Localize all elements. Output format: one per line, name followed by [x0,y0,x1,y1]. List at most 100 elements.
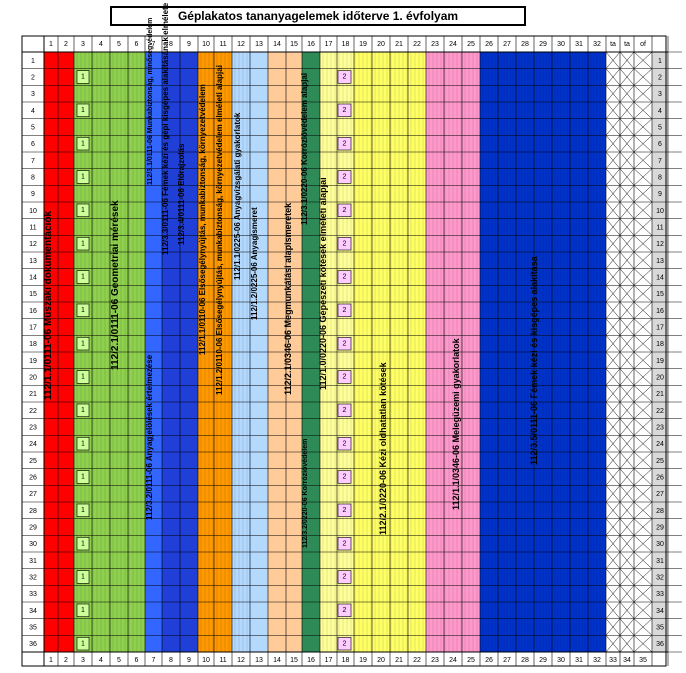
marker-2-text: 2 [343,274,347,281]
marker-2-box [337,537,352,551]
marker-2-text: 2 [343,207,347,214]
marker-1-text: 1 [81,407,85,414]
col-number: 8 [169,657,173,664]
marker-1-box [76,570,90,584]
cross-line [619,135,635,153]
subject-label-c11: 112/1.0/0220-06 Gépészeti kötések elméle… [318,177,328,390]
marker-2-box [337,70,352,84]
cross-line [633,468,653,486]
marker-2-box [337,270,352,284]
marker-1-box [76,470,90,484]
row-number: 5 [31,125,35,132]
row-number: 23 [29,425,37,432]
marker-2-text: 2 [343,407,347,414]
cross-line [605,351,621,369]
marker-2-text: 2 [343,107,347,114]
cross-line [605,235,621,253]
row-number: 24 [656,441,664,448]
col-number: 30 [557,41,565,48]
subject-label-c14: 112/3.5/0111-06 Fémek kézi és kisgépes a… [529,255,539,465]
row-number: 31 [29,558,37,565]
col-number: 5 [117,657,121,664]
subject-label-c8: 112/1.2/0225-06 Anyagismeret [250,207,259,320]
col-number: 11 [219,657,226,664]
col-number: 20 [377,657,385,664]
col-number: 19 [359,41,367,48]
subject-label-c2: 112/2.1/0111-06 Geometriai mérések [110,200,121,370]
cross-line [633,251,653,269]
cross-line [633,385,653,403]
row-number: 10 [29,208,37,215]
cross-line [605,101,621,119]
marker-2-text: 2 [343,240,347,247]
cross-line [605,418,621,436]
marker-2-box [337,437,352,451]
row-number: 32 [29,575,37,582]
col-number: 10 [202,657,210,664]
cross-line [605,368,621,386]
cross-line [619,601,635,619]
marker-1-text: 1 [81,107,85,114]
col-number: 13 [255,657,263,664]
cross-line [633,168,653,186]
row-number: 25 [29,458,37,465]
col-number: 31 [575,657,583,664]
marker-2-box [337,570,352,584]
row-number: 33 [656,591,664,598]
marker-1-box [76,203,90,217]
cross-line [605,635,621,653]
marker-1-text: 1 [81,274,85,281]
col-number: 26 [485,41,493,48]
col-number: 24 [449,41,457,48]
marker-1-text: 1 [81,374,85,381]
col-number: 1 [49,41,53,48]
cross-line [619,385,635,403]
cross-line [619,418,635,436]
cross-line [633,518,653,536]
marker-1-text: 1 [81,507,85,514]
col-number: 11 [219,41,226,48]
col-number: 12 [237,657,245,664]
row-number: 9 [31,191,35,198]
row-number: 1 [658,58,662,65]
col-number: of [640,41,646,48]
row-number: 15 [29,291,37,298]
row-number: 25 [656,458,664,465]
row-number: 23 [656,425,664,432]
marker-1-box [76,70,90,84]
row-number: 14 [656,275,664,282]
cross-line [633,585,653,603]
marker-1-box [76,603,90,617]
row-number: 16 [656,308,664,315]
col-number: 7 [152,657,156,664]
col-number: 30 [557,657,565,664]
col-number: 5 [117,41,121,48]
row-number: 28 [29,508,37,515]
row-number: 34 [29,608,37,615]
cross-line [633,551,653,569]
col-number: 27 [503,657,511,664]
marker-1-box [76,437,90,451]
cross-line [619,318,635,336]
row-number: 7 [658,158,662,165]
row-number: 27 [29,491,37,498]
row-number: 4 [31,108,35,115]
row-number: 28 [656,508,664,515]
cross-line [633,368,653,386]
cross-line [633,318,653,336]
col-number: 24 [449,657,457,664]
marker-2-box [337,237,352,251]
marker-2-text: 2 [343,340,347,347]
row-number: 26 [29,475,37,482]
cross-line [633,201,653,219]
cross-line [619,335,635,353]
row-number: 29 [656,525,664,532]
cross-line [633,268,653,286]
col-number: 2 [64,41,68,48]
row-number: 15 [656,291,664,298]
cross-line [619,568,635,586]
row-number: 12 [656,241,664,248]
row-number: 21 [656,391,664,398]
marker-2-box [337,203,352,217]
